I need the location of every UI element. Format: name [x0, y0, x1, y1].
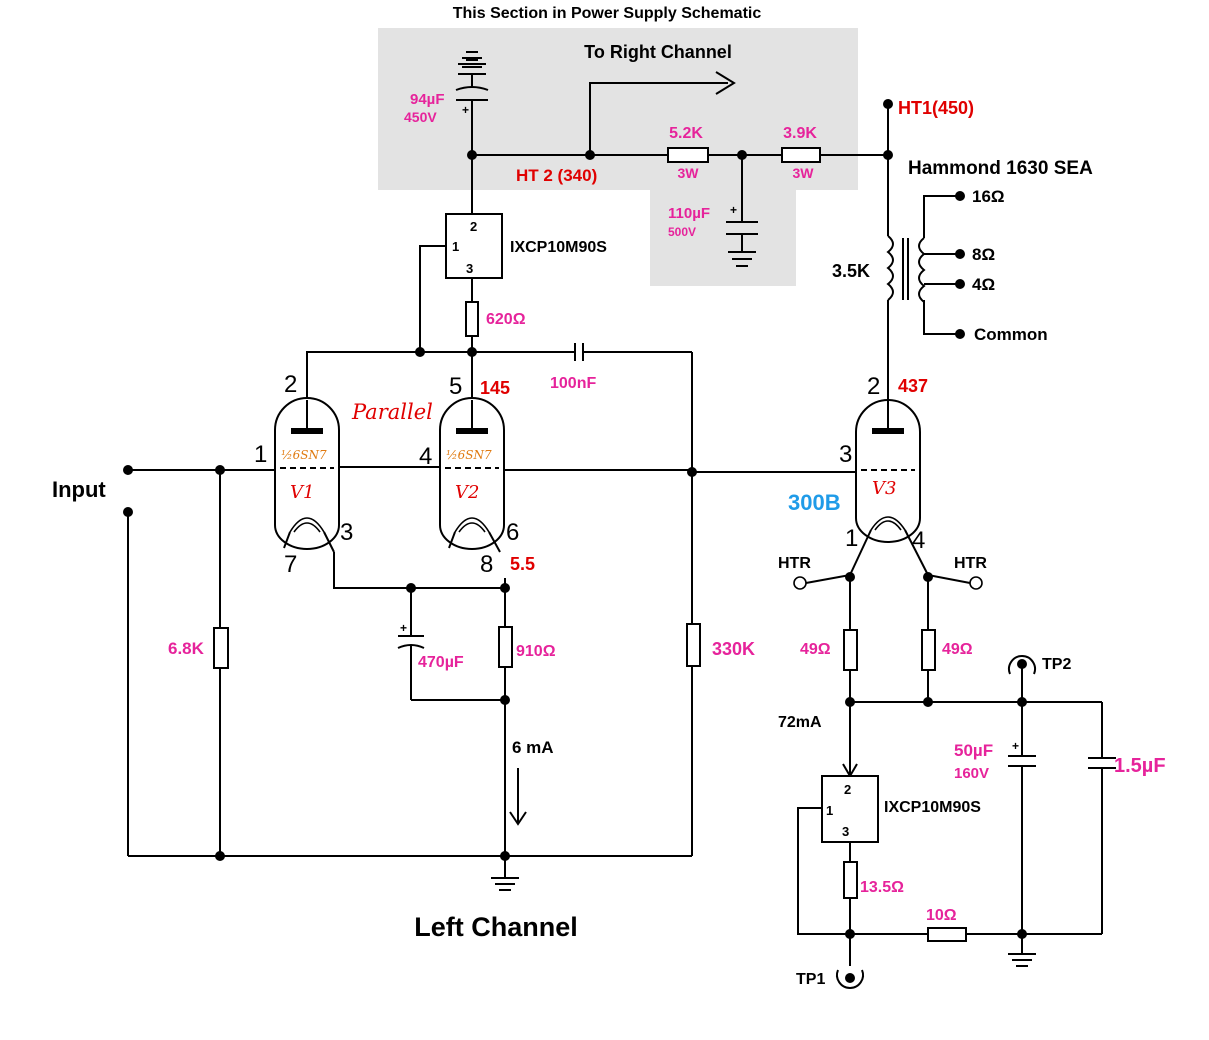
r1-power: 3W — [678, 165, 700, 181]
input-label: Input — [52, 477, 106, 502]
v3-pin-fil2: 4 — [912, 527, 925, 554]
cap2-value: 110µF — [668, 205, 710, 222]
tube-v3 — [849, 399, 929, 576]
v3-pin-grid: 3 — [839, 441, 852, 468]
v1-pin-heater: 7 — [284, 551, 297, 578]
r2-value: 3.9K — [783, 125, 817, 142]
psu-wiring — [471, 71, 889, 252]
tap-common: Common — [974, 325, 1048, 344]
v2-label: V2 — [455, 482, 479, 503]
tap-8: 8Ω — [972, 245, 995, 264]
ht1-label: HT1(450) — [898, 98, 974, 118]
output-transformer — [886, 195, 960, 400]
r-grid-output-value: 330K — [712, 639, 755, 659]
v1-pin-plate: 2 — [284, 371, 297, 398]
resistor-10r — [927, 927, 967, 942]
resistor-330k — [686, 623, 701, 667]
tube-v2 — [439, 397, 505, 553]
v3-type: 300B — [788, 490, 841, 515]
regulator-top — [445, 213, 503, 279]
r2-power: 3W — [793, 165, 815, 181]
v1-pin-grid: 1 — [254, 441, 267, 468]
reg-bottom-pin2: 2 — [844, 782, 851, 797]
reg-top-pin3: 3 — [466, 261, 473, 276]
cathode-cap-value: 470µF — [418, 654, 464, 671]
v2-cathode-voltage: 5.5 — [510, 554, 535, 574]
coupling-cap-value: 100nF — [550, 375, 596, 392]
resistor-49-right — [921, 629, 936, 671]
left-channel-title: Left Channel — [414, 912, 578, 942]
cap2-symbol — [726, 221, 758, 267]
r-fil-left: 49Ω — [800, 641, 831, 658]
ht2-label: HT 2 (340) — [516, 166, 597, 185]
v1-pin-cathode: 3 — [340, 519, 353, 546]
psu-section-title: This Section in Power Supply Schematic — [453, 5, 762, 22]
right-channel-label: To Right Channel — [584, 42, 732, 62]
svg-text:+: + — [462, 103, 469, 117]
transformer-name: Hammond 1630 SEA — [908, 158, 1093, 179]
resistor-910 — [498, 626, 513, 668]
resistor-5k2 — [667, 147, 709, 163]
r-out-value: 10Ω — [926, 907, 957, 924]
v3-pin-plate: 2 — [867, 373, 880, 400]
cap-1u5-value: 1.5µF — [1114, 755, 1166, 777]
cap1-value: 94µF — [410, 91, 445, 108]
v2-plate-voltage: 145 — [480, 378, 510, 398]
v2-pin-grid: 4 — [419, 443, 432, 470]
psu-ground-top — [458, 59, 486, 75]
reg-bottom-pin3: 3 — [842, 824, 849, 839]
v2-pin-cathode: 6 — [506, 519, 519, 546]
reg-top-pin1: 1 — [452, 239, 459, 254]
v2-pin-plate: 5 — [449, 373, 462, 400]
v3-pin-fil1: 1 — [845, 525, 858, 552]
resistor-13r5 — [843, 861, 858, 899]
tube-v1 — [274, 397, 340, 553]
transformer-impedance: 3.5K — [832, 261, 870, 281]
tap-4: 4Ω — [972, 275, 995, 294]
tp1-label: TP1 — [796, 971, 825, 988]
reg-bottom-pin1: 1 — [826, 803, 833, 818]
regulator-bottom — [821, 775, 879, 843]
v1-label: V1 — [290, 482, 314, 503]
resistor-49-left — [843, 629, 858, 671]
parallel-label: Parallel — [351, 400, 433, 424]
htr-right: HTR — [954, 555, 987, 572]
svg-text:+: + — [730, 203, 737, 217]
cap-50-value: 50µF — [954, 741, 993, 760]
r-grid-value: 6.8K — [168, 639, 205, 658]
cap1-voltage: 450V — [404, 109, 437, 125]
cap1-symbol — [455, 51, 489, 101]
regulator-top-part: IXCP10M90S — [510, 239, 607, 256]
output-current: 72mA — [778, 714, 822, 731]
reg-top-pin2: 2 — [470, 219, 477, 234]
r-plate-value: 620Ω — [486, 311, 526, 328]
v3-plate-voltage: 437 — [898, 376, 928, 396]
resistor-620 — [465, 301, 479, 337]
svg-text:+: + — [1012, 739, 1019, 753]
v1-type: ½6SN7 — [281, 448, 327, 462]
tp2-label: TP2 — [1042, 656, 1071, 673]
v3-label: V3 — [872, 478, 896, 499]
v2-pin-heater: 8 — [480, 551, 493, 578]
resistor-6k8 — [213, 627, 229, 669]
regulator-bottom-part: IXCP10M90S — [884, 799, 981, 816]
htr-left: HTR — [778, 555, 811, 572]
svg-text:+: + — [400, 621, 407, 635]
cap2-voltage: 500V — [668, 225, 696, 239]
cap-50-voltage: 160V — [954, 765, 989, 782]
tap-16: 16Ω — [972, 187, 1005, 206]
driver-current: 6 mA — [512, 738, 554, 757]
r-fil-right: 49Ω — [942, 641, 973, 658]
r1-value: 5.2K — [669, 125, 703, 142]
cathode-resistor-value: 910Ω — [516, 643, 556, 660]
v2-type: ½6SN7 — [446, 448, 492, 462]
resistor-3k9 — [781, 147, 821, 163]
r-sense-value: 13.5Ω — [860, 879, 904, 896]
